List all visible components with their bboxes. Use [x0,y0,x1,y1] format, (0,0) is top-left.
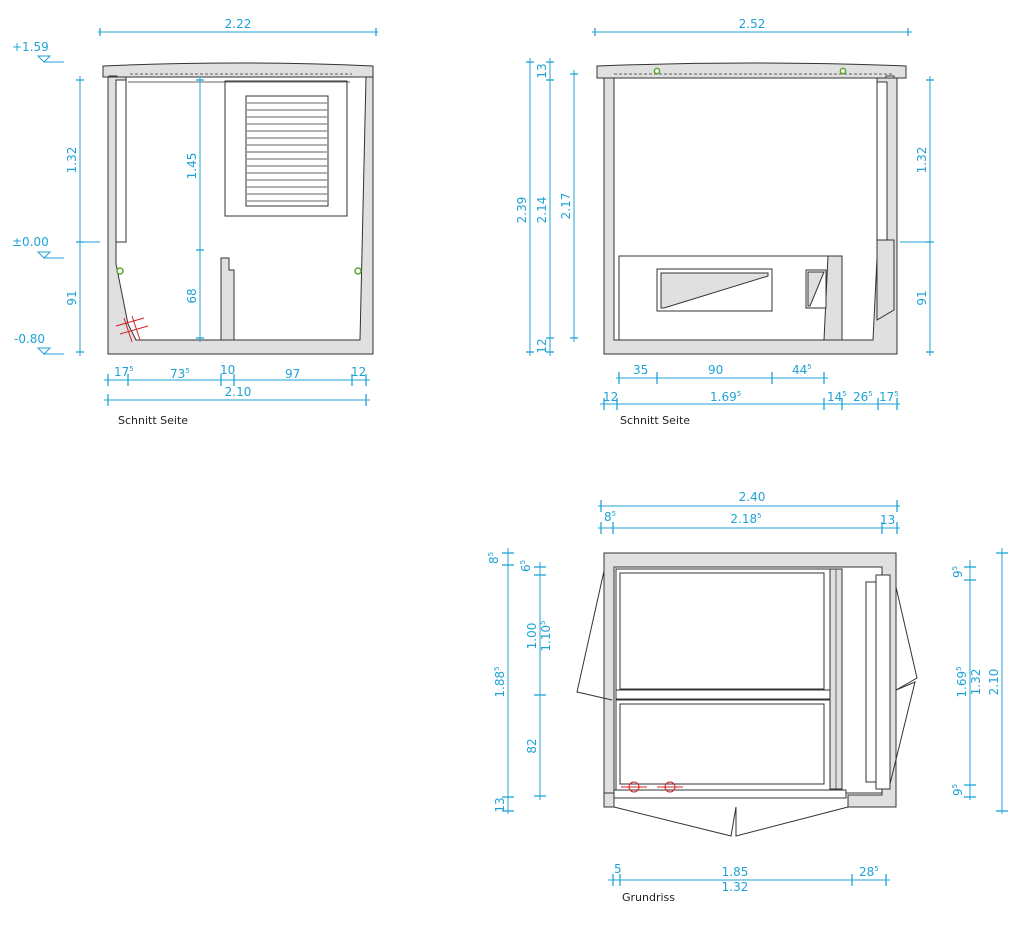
side-section-left: 2.22 +1.59 ±0.00 -0.80 1.32 91 [12,17,378,427]
dim-overall-width: 2.10 [225,385,252,399]
dim-lower-height: 91 [65,290,79,305]
dim-seg-4: 97 [285,367,300,381]
dim-seg-5: 175 [879,390,899,404]
dim-left-inner-2: 1.00 [525,623,539,650]
level-zero: ±0.00 [12,235,49,249]
dim-top-width: 2.22 [225,17,252,31]
dim-seg-3: 145 [827,390,847,404]
dim-right-1: 95 [951,566,965,578]
dim-total-height: 2.39 [515,197,529,224]
dim-seg-3: 10 [220,363,235,377]
dim-top-seg-1: 85 [604,510,616,524]
level-top: +1.59 [12,40,49,54]
dim-roof-height: 13 [535,63,549,78]
dim-bottom-seg-4: 1.32 [722,880,749,894]
caption-side-section-right: Schnitt Seite [620,414,690,427]
dim-right-2: 1.695 [955,666,969,697]
dim-inner-seg-1: 35 [633,363,648,377]
dim-right-3: 1.32 [969,669,983,696]
dim-left-inner-1: 65 [519,560,533,572]
dim-top-width: 2.52 [739,17,766,31]
dim-right-4: 95 [951,784,965,796]
dim-clear-height: 2.17 [559,193,573,220]
dim-seg-1: 175 [114,365,134,379]
grounding-point-icon [116,267,124,275]
cable-entry-mark [621,781,683,793]
dim-right-5: 2.10 [987,669,1001,696]
dim-top-width: 2.40 [739,490,766,504]
grounding-point-icon [653,67,661,75]
grounding-point-icon [839,67,847,75]
dim-left-outer-2: 1.885 [493,666,507,697]
dim-bottom-seg-2: 1.85 [722,865,749,879]
louver-slats [247,102,327,202]
level-bottom: -0.80 [14,332,45,346]
floor-plan: 2.40 85 2.185 13 [487,490,1008,904]
dim-bottom-seg-1: 5 [614,862,622,876]
dim-left-inner-3: 1.105 [539,620,553,651]
dim-lower-height: 91 [915,290,929,305]
caption-floor-plan: Grundriss [622,891,675,904]
dim-seg-2: 735 [170,367,190,381]
caption-side-section-left: Schnitt Seite [118,414,188,427]
dim-left-outer-1: 85 [487,552,501,564]
dim-upper-height: 1.32 [65,147,79,174]
dim-top-seg-2: 2.185 [730,512,761,526]
dim-seg-1: 12 [603,390,618,404]
dim-seg-2: 1.695 [710,390,741,404]
grounding-point-icon [354,267,362,275]
dim-seg-5: 12 [351,365,366,379]
dim-inner-seg-2: 90 [708,363,723,377]
dim-bottom-seg-3: 285 [859,865,879,879]
dim-left-outer-3: 13 [493,797,507,812]
dim-inner-upper: 1.45 [185,153,199,180]
dim-upper-height: 1.32 [915,147,929,174]
dim-top-seg-3: 13 [880,513,895,527]
dim-inner-height: 2.14 [535,197,549,224]
dim-left-inner-4: 82 [525,738,539,753]
dim-inner-lower: 68 [185,288,199,303]
dim-floor-height: 12 [535,338,549,353]
side-section-right: 2.52 2.39 13 2.14 12 2.17 [515,17,934,427]
dim-inner-seg-3: 445 [792,363,812,377]
dim-seg-4: 265 [853,390,873,404]
cable-entry-mark [115,315,149,343]
